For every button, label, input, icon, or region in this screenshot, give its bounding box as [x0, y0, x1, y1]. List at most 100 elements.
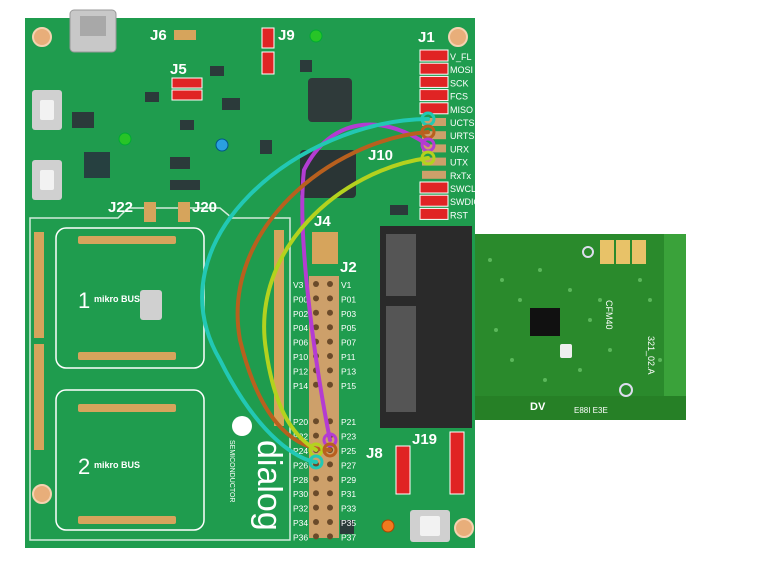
header-j9-label: J9	[278, 27, 295, 44]
mikrobus-2-number: 2	[78, 454, 90, 479]
j1-pin-label: UTX	[450, 158, 468, 168]
j2-pin-label-right: P07	[341, 338, 356, 348]
j1-jumper	[419, 62, 449, 75]
header-j2-label: J2	[340, 259, 357, 276]
j1-pin-label: V_FL	[450, 52, 472, 62]
header-j5-label: J5	[170, 61, 187, 78]
j1-pin-label: SWDIO	[450, 197, 481, 207]
j2-pin-label-right: P35	[341, 518, 356, 528]
j2-pin	[327, 519, 333, 525]
j2-pin	[327, 475, 333, 482]
j1-pin-label: SWCLK	[450, 184, 482, 194]
j1-jumper	[419, 75, 449, 88]
j2-pin-label-left: V3	[293, 280, 304, 290]
j2-pin	[327, 533, 333, 540]
j2-pin-label-left: P14	[293, 381, 308, 391]
j1-jumper	[419, 207, 449, 220]
main-pcb: 1 mikro BUS 2 mikro BUS V_FLMOSISCKFCSMI…	[25, 9, 482, 548]
j2-pin-label-left: P04	[293, 323, 308, 333]
j2-pin-label-left: P24	[293, 446, 308, 456]
status-led-green-top	[309, 29, 323, 43]
status-led-orange	[381, 519, 395, 533]
j1-pin-label: SCK	[450, 78, 469, 88]
j2-pin	[313, 504, 319, 511]
header-j22-label: J22	[108, 199, 133, 216]
j1-pin-label: MISO	[450, 105, 473, 115]
mikrobus-2-logo: mikro BUS	[94, 460, 140, 470]
mikrobus-1-logo: mikro BUS	[94, 294, 140, 304]
wire-orange	[235, 130, 430, 452]
j2-pin	[313, 519, 319, 525]
j2-pin-label-right: P29	[341, 475, 356, 485]
j2-pin-label-right: P03	[341, 309, 356, 319]
j2-pin-label-left: P20	[293, 417, 308, 427]
module-mark-rev: 321_02.A	[646, 336, 656, 375]
j2-pin-label-left: P36	[293, 532, 308, 542]
j2-pin	[327, 353, 333, 359]
header-j8-label: J8	[366, 445, 383, 462]
j2-pin	[327, 504, 333, 511]
j2-pin-label-left: P30	[293, 489, 308, 499]
j2-pin	[313, 432, 319, 439]
j2-pin	[327, 381, 333, 388]
j2-pin-label-right: P15	[341, 381, 356, 391]
header-j6-label: J6	[150, 27, 167, 44]
j1-pin-label: URX	[450, 144, 469, 154]
j2-pin	[327, 338, 333, 345]
j2-pin	[327, 461, 333, 468]
brand-tagline: SEMICONDUCTOR	[228, 440, 235, 502]
j2-pin-label-right: P01	[341, 294, 356, 304]
j1-jumper	[419, 181, 449, 194]
j2-pin-label-right: P23	[341, 432, 356, 442]
j2-pin	[327, 309, 333, 316]
j2-pin-label-left: P00	[293, 294, 308, 304]
j1-jumper	[419, 89, 449, 102]
j2-pin	[327, 490, 333, 497]
j1-pin-label: RST	[450, 210, 469, 220]
header-j1-label: J1	[418, 29, 435, 46]
j2-pin	[327, 324, 333, 331]
j1-jumper	[419, 102, 449, 115]
wire-cyan	[200, 117, 430, 464]
j2-pin-label-right: V1	[341, 280, 352, 290]
j2-pin	[313, 533, 319, 540]
j2-pin-label-left: P28	[293, 475, 308, 485]
j2-pin-label-left: P26	[293, 460, 308, 470]
j2-pin-label-left: P06	[293, 338, 308, 348]
j2-pin-label-left: P10	[293, 352, 308, 362]
module-mark-dv: DV	[530, 401, 546, 413]
j2-pin	[313, 281, 319, 287]
j2-pin	[313, 309, 319, 316]
j2-pin-label-right: P33	[341, 504, 356, 514]
j2-pin-label-left: P34	[293, 518, 308, 528]
status-led-green	[118, 132, 132, 146]
j2-pin-label-right: P27	[341, 460, 356, 470]
j2-pin-label-right: P37	[341, 532, 356, 542]
j1-pin-label: FCS	[450, 92, 468, 102]
j2-pin	[327, 295, 333, 302]
j2-pin-label-right: P11	[341, 352, 356, 362]
j2-pin	[313, 418, 319, 425]
module-mark-code: E88I E3E	[574, 406, 608, 415]
radio-module: DV E88I E3E 321_02.A CFM40	[460, 234, 686, 420]
j2-pin-label-left: P02	[293, 309, 308, 319]
header-j20-label: J20	[192, 199, 217, 216]
j2-pin-label-right: P25	[341, 446, 356, 456]
header-j10-label: J10	[368, 147, 393, 164]
j2-pin-label-right: P13	[341, 366, 356, 376]
brand-name: dialog	[250, 440, 288, 531]
j2-pin	[327, 281, 333, 287]
status-led-blue	[215, 138, 229, 152]
j2-pin-label-right: P21	[341, 417, 356, 427]
jumper-wires	[200, 111, 436, 470]
j2-pin-label-left: P32	[293, 504, 308, 514]
wire-lime	[262, 156, 430, 452]
header-j19-label: J19	[412, 431, 437, 448]
j1-jumper	[419, 49, 449, 62]
j2-pin-label-right: P05	[341, 323, 356, 333]
j2-pin	[313, 490, 319, 497]
j2-pin-label-left: P12	[293, 366, 308, 376]
header-j4-label: J4	[314, 213, 331, 230]
j2-pin	[313, 381, 319, 388]
